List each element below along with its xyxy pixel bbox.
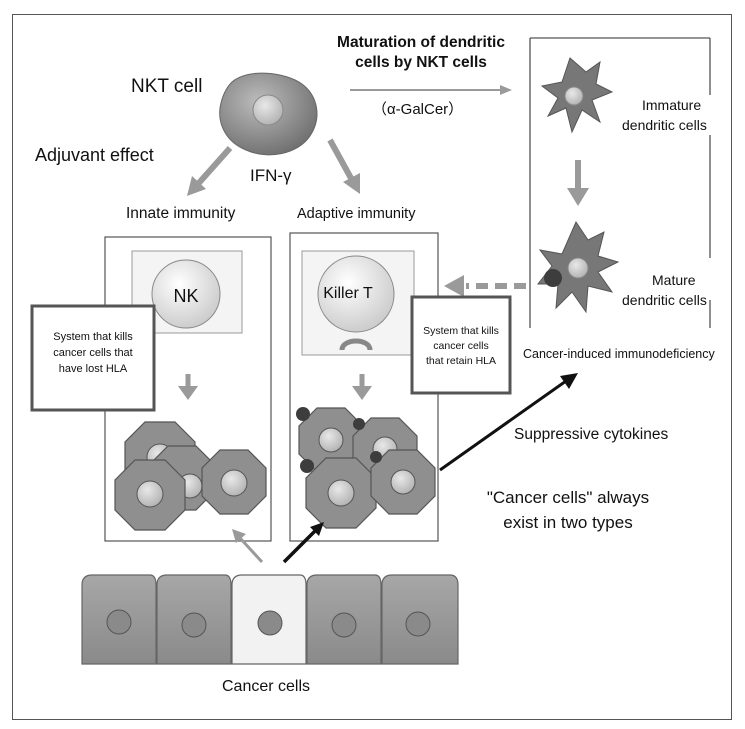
cancer-cells-label: Cancer cells [222,678,310,695]
nk-cell [151,259,221,329]
killer-t-down-arrow [352,374,372,400]
mature-label-line1: Mature [652,272,696,288]
suppressive-cytokines-arrow [439,373,578,472]
immunodeficiency-label: Cancer-induced immunodeficiency [523,347,716,361]
adjuvant-effect-label: Adjuvant effect [35,145,154,165]
cancer-to-adaptive-arrow [282,522,324,564]
killer-t-cell [317,255,395,333]
two-types-line1: "Cancer cells" always [487,488,649,507]
galcer-label: （α-GalCer） [372,101,463,118]
killer-t-receptor [339,338,373,351]
ifn-gamma-label: IFN-γ [250,166,292,185]
nkt-to-adaptive-arrow [327,138,360,194]
lost-hla-box [30,304,156,412]
nkt-to-innate-arrow [187,146,233,196]
retain-hla-box [410,295,512,395]
suppressive-cytokines-label: Suppressive cytokines [514,426,668,443]
adaptive-cancer-cluster [296,407,436,529]
retain-hla-line3: that retain HLA [426,355,496,367]
dc-to-killer-t-dashed-arrow [444,275,526,297]
dendritic-bracket [529,37,711,328]
maturation-title-line1: Maturation of dendritic [337,34,505,51]
mature-dendritic-cell [536,220,620,314]
cancer-to-innate-arrow [232,529,264,564]
innate-cancer-cluster [114,421,267,531]
lost-hla-line1: System that kills [53,331,133,343]
mature-label-line2: dendritic cells [622,292,707,308]
killer-t-label: Killer T [323,285,373,302]
retain-hla-line1: System that kills [423,325,499,337]
maturation-arrow [350,85,512,95]
nk-label: NK [173,286,198,306]
immature-label-line2: dendritic cells [622,117,707,133]
immature-dendritic-cell [540,57,614,134]
immature-label-line1: Immature [642,97,701,113]
lost-hla-line3: have lost HLA [59,363,128,375]
cancer-cell-row [81,574,459,665]
innate-immunity-label: Innate immunity [126,205,236,222]
nkt-cell [219,72,318,156]
two-types-line2: exist in two types [503,513,632,532]
maturation-title-line2: cells by NKT cells [355,54,487,71]
nk-down-arrow [178,374,198,400]
retain-hla-line2: cancer cells [433,340,488,352]
adaptive-immunity-label: Adaptive immunity [297,206,416,222]
nkt-cell-label: NKT cell [131,76,202,97]
diagram-frame [12,14,732,720]
immature-to-mature-arrow [567,160,589,206]
lost-hla-line2: cancer cells that [53,347,132,359]
